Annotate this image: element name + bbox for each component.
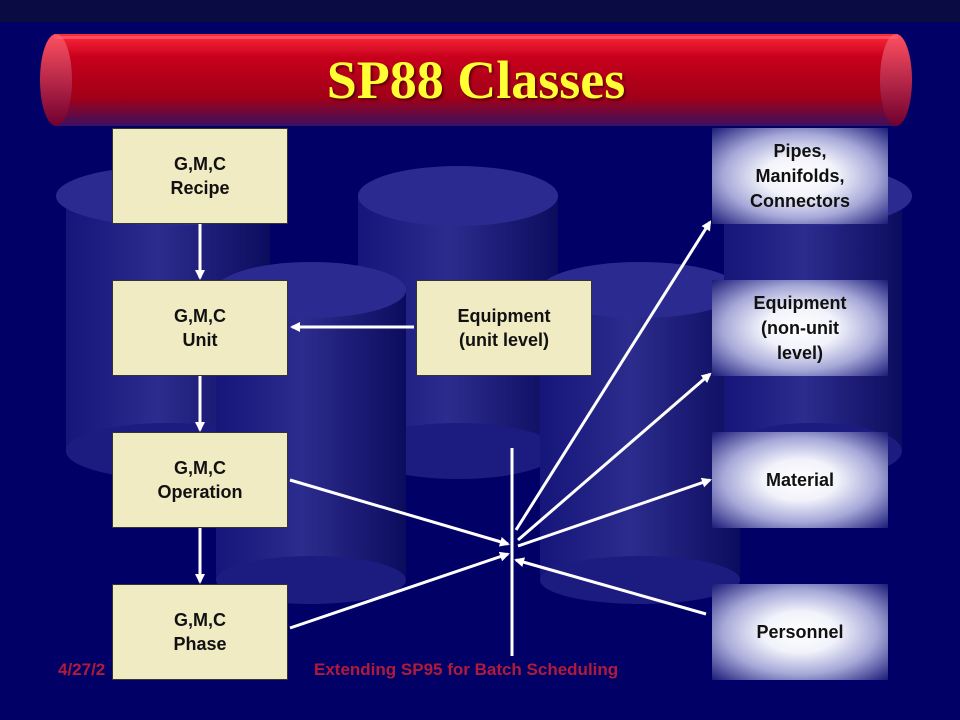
resource-pipes-line1: Pipes,: [773, 140, 827, 161]
unit-box: G,M,C Unit: [112, 280, 288, 376]
phase-box-line1: G,M,C: [174, 610, 226, 630]
operation-box: G,M,C Operation: [112, 432, 288, 528]
operation-box-line1: G,M,C: [174, 458, 226, 478]
resource-pipes-box: Pipes, Manifolds, Connectors: [712, 128, 888, 224]
recipe-box-line2: Recipe: [170, 178, 230, 198]
recipe-box: G,M,C Recipe: [112, 128, 288, 224]
phase-box-line2: Phase: [173, 634, 227, 654]
resource-equipment-line1: Equipment: [753, 292, 847, 313]
unit-box-line1: G,M,C: [174, 306, 226, 326]
footer-date: 4/27/2: [58, 660, 106, 679]
resource-pipes-line3: Connectors: [749, 190, 850, 211]
resource-equipment-line3: level): [776, 342, 824, 363]
equipment-unit-level-line1: Equipment: [457, 306, 551, 326]
equipment-unit-level-line2: (unit level): [458, 330, 549, 350]
recipe-box-line1: G,M,C: [174, 154, 226, 174]
resource-equipment-non-unit-box: Equipment (non-unit level): [712, 280, 888, 376]
equipment-unit-level-box: Equipment (unit level): [416, 280, 592, 376]
resource-material-label: Material: [765, 469, 835, 490]
phase-box: G,M,C Phase: [112, 584, 288, 680]
unit-box-line2: Unit: [182, 330, 218, 350]
resource-personnel-label: Personnel: [756, 621, 844, 642]
resource-pipes-line2: Manifolds,: [755, 165, 845, 186]
resource-equipment-line2: (non-unit: [761, 317, 839, 338]
title-banner: [40, 34, 912, 126]
operation-box-line2: Operation: [157, 482, 243, 502]
resource-personnel-box: Personnel: [712, 584, 888, 680]
resource-material-box: Material: [712, 432, 888, 528]
footer-text: Extending SP95 for Batch Scheduling: [314, 660, 619, 679]
slide-title: SP88 Classes: [326, 50, 626, 110]
